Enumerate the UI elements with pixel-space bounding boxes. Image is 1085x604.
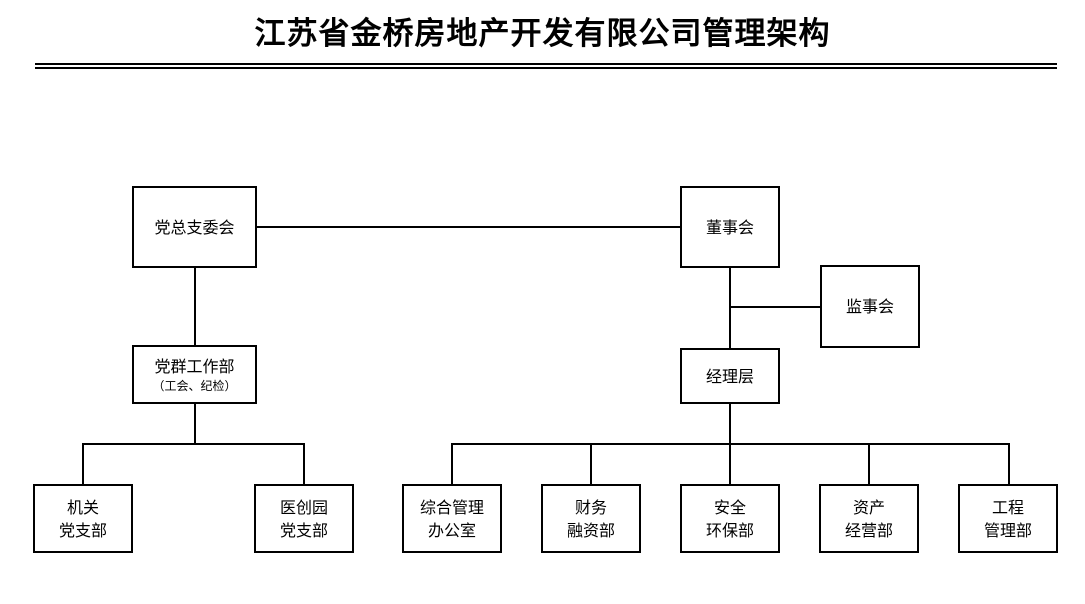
node-safety-env-dept-label: 安全 环保部 (705, 497, 754, 540)
node-agency-branch[interactable]: 机关 党支部 (33, 484, 133, 553)
node-yichuangyuan-branch-label: 医创园 党支部 (279, 497, 328, 540)
node-finance-dept[interactable]: 财务 融资部 (541, 484, 641, 553)
edge-board-to-management (729, 268, 731, 348)
title-divider-line-top (35, 63, 1057, 65)
edge-bus-to-finance-dept (590, 443, 592, 484)
node-engineering-dept[interactable]: 工程 管理部 (958, 484, 1058, 553)
edge-party-committee-to-board (257, 226, 680, 228)
edge-bus-to-agency-branch (82, 443, 84, 484)
title-block: 江苏省金桥房地产开发有限公司管理架构 (0, 14, 1085, 54)
node-asset-ops-dept[interactable]: 资产 经营部 (819, 484, 919, 553)
node-party-work-dept[interactable]: 党群工作部 （工会、纪检） (132, 345, 257, 404)
node-general-admin-office-label: 综合管理 办公室 (419, 497, 484, 540)
edge-bus-to-general-admin-office (451, 443, 453, 484)
node-party-work-dept-sublabel: （工会、纪检） (152, 378, 237, 393)
node-asset-ops-dept-label: 资产 经营部 (844, 497, 893, 540)
node-board-of-supervisors[interactable]: 监事会 (820, 265, 920, 348)
page-title: 江苏省金桥房地产开发有限公司管理架构 (254, 16, 831, 52)
title-divider-line-bottom (35, 67, 1057, 69)
node-safety-env-dept[interactable]: 安全 环保部 (680, 484, 780, 553)
node-general-admin-office[interactable]: 综合管理 办公室 (402, 484, 502, 553)
edge-party-work-dept-drop (194, 404, 196, 445)
node-management-layer-label: 经理层 (705, 366, 754, 386)
edge-party-branch-bus (83, 443, 305, 445)
node-party-committee[interactable]: 党总支委会 (132, 186, 257, 268)
edge-bus-to-yichuangyuan-branch (303, 443, 305, 484)
node-board-of-supervisors-label: 监事会 (845, 297, 894, 316)
edge-bus-to-asset-ops-dept (868, 443, 870, 484)
edge-board-to-supervisors (729, 306, 820, 308)
node-board-of-directors[interactable]: 董事会 (680, 186, 780, 268)
edge-management-drop (729, 404, 731, 445)
node-engineering-dept-label: 工程 管理部 (983, 497, 1032, 540)
edge-bus-to-engineering-dept (1008, 443, 1010, 484)
node-board-of-directors-label: 董事会 (705, 217, 754, 237)
node-party-committee-label: 党总支委会 (154, 217, 235, 237)
edge-bus-to-safety-env-dept (729, 443, 731, 484)
title-divider (35, 63, 1057, 69)
node-management-layer[interactable]: 经理层 (680, 348, 780, 404)
node-agency-branch-label: 机关 党支部 (58, 497, 107, 540)
node-party-work-dept-label: 党群工作部 (154, 356, 235, 376)
node-finance-dept-label: 财务 融资部 (566, 497, 615, 540)
node-yichuangyuan-branch[interactable]: 医创园 党支部 (254, 484, 354, 553)
edge-party-committee-to-party-work-dept (194, 268, 196, 345)
